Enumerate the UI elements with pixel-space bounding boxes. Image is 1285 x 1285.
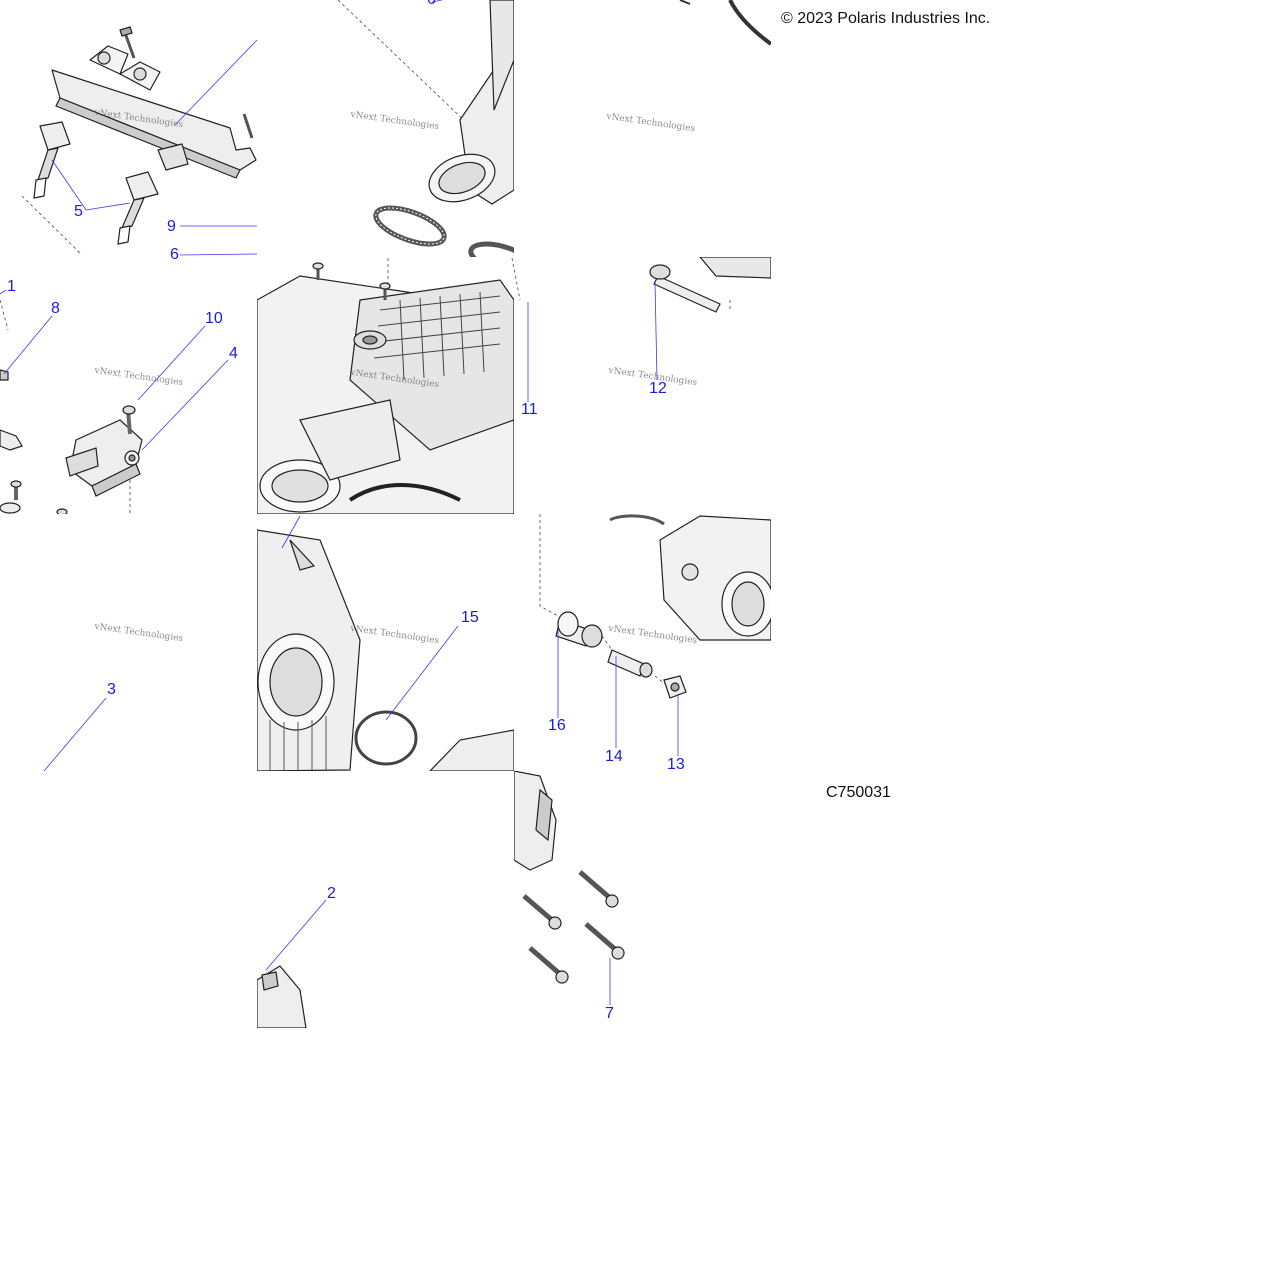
manifold-bolt [649,257,771,313]
throttle-fragment [257,965,307,1028]
callout-15: 15 [461,609,479,626]
callout-8: 8 [51,300,60,317]
callout-13: 13 [667,756,685,773]
intake-boot [373,0,514,257]
dashed-guide-lines [0,0,731,685]
callout-16: 16 [548,717,566,734]
callout-14: 14 [605,748,623,765]
callout-10: 10 [205,310,223,327]
callout-leader-lines [0,0,679,1005]
callout-11: 11 [521,401,538,418]
map-sensor [0,369,143,514]
callout-5: 5 [74,203,83,220]
fuel-rail-assembly [33,26,257,245]
clamp-fragment [679,0,771,46]
throttle-screws [514,771,625,984]
callout-3: 3 [107,681,116,698]
figure-code: C750031 [826,784,891,801]
callout-9: 9 [167,218,176,235]
callout-12: 12 [649,380,667,397]
callout-6: 6 [170,246,179,263]
callout-7: 7 [605,1005,614,1022]
callout-6: 6 [427,0,436,8]
callout-1: 1 [7,278,16,295]
throttle-body-housing [257,529,514,771]
callout-4: 4 [229,345,238,362]
copyright-notice: © 2023 Polaris Industries Inc. [781,10,991,27]
intake-manifold-upper [257,262,514,514]
throttle-body [555,514,771,699]
callout-2: 2 [327,885,336,902]
